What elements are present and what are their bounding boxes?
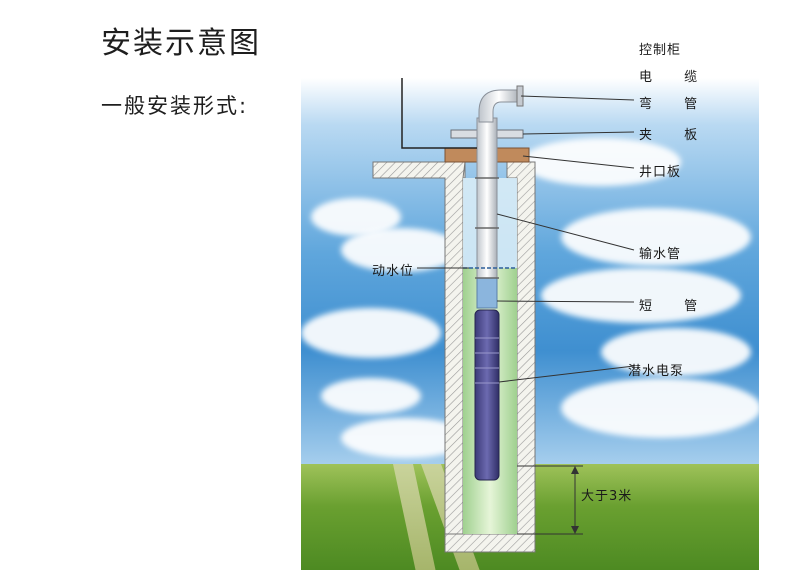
label-cable: 电 缆 — [639, 70, 712, 85]
short-pipe — [476, 277, 498, 309]
power-cable — [401, 78, 477, 149]
installation-scene — [301, 78, 759, 570]
installation-subtitle: 一般安装形式: — [101, 94, 249, 118]
label-depth-note: 大于3米 — [581, 489, 633, 504]
label-wellhead-plate: 井口板 — [639, 165, 682, 180]
elbow-pipe — [478, 89, 520, 123]
well-wall-left — [372, 161, 466, 553]
label-elbow: 弯 管 — [639, 97, 712, 112]
cloud — [321, 378, 421, 414]
page-title: 安装示意图 — [101, 26, 261, 61]
well-bottom — [444, 533, 536, 553]
cloud — [301, 308, 441, 358]
well-diagram — [372, 78, 635, 553]
label-short-pipe: 短 管 — [639, 299, 712, 314]
cloud — [601, 328, 751, 376]
cloud — [341, 228, 461, 272]
cloud — [541, 268, 741, 323]
label-submersible-pump: 潜水电泵 — [628, 364, 685, 379]
label-clamp-plate: 夹 板 — [639, 128, 712, 143]
cloud — [561, 208, 751, 266]
label-delivery-pipe: 输水管 — [639, 247, 682, 262]
pump-body — [474, 309, 500, 481]
label-dynamic-water-level: 动水位 — [372, 264, 415, 279]
cloud — [521, 138, 681, 186]
cloud — [561, 378, 759, 438]
label-control-cabinet: 控制柜 — [639, 43, 682, 58]
